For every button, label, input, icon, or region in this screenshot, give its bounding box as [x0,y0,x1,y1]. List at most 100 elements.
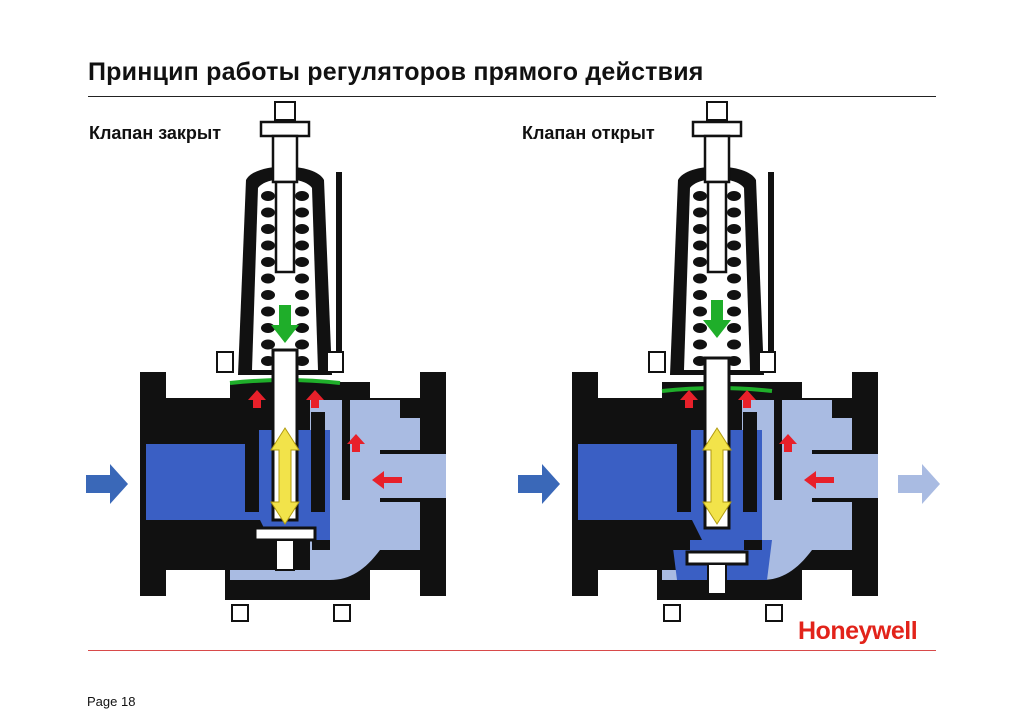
adjusting-screw-cap [274,101,296,121]
pressure-arrow-icon [804,471,834,489]
outlet-pipe-wall-top [812,450,878,454]
spring-coil [727,290,741,300]
panel-label-closed: Клапан закрыт [89,123,222,143]
spring-coil [261,290,275,300]
spring-icon [261,191,309,366]
stem-guide-right [743,412,757,512]
valve-diagram-closed [86,101,446,622]
spring-coil [727,224,741,234]
spring-coil [261,207,275,218]
valve-seat-left [240,540,258,550]
bonnet-side-rod [336,172,342,352]
spring-coil [693,240,707,251]
pressure-arrow-icon [248,390,266,408]
spring-coil [727,323,741,333]
spring-coil [693,306,707,317]
outlet-pipe [380,450,446,502]
valve-plug [685,550,749,566]
honeywell-logo: Honeywell [798,617,918,645]
spring-icon [693,191,741,366]
spring-coil [727,191,741,201]
pressure-arrow-icon [738,390,756,408]
impulse-channel-wall [342,400,350,500]
bottom-bolt [333,604,351,622]
outlet-pipe-wall-bottom [812,498,878,502]
stem-guide-left [245,412,259,512]
lock-nut [691,120,743,138]
stem-guide-right [311,412,325,512]
adjusting-screw [703,134,731,184]
spring-coil [261,240,275,251]
bonnet-bolt [758,351,776,373]
page-number: Page 18 [87,694,136,709]
spring-coil [693,257,707,267]
flow-in-arrow-icon [86,464,128,504]
spring-coil [295,273,309,284]
spring-coil [693,207,707,218]
spring-coil [295,306,309,317]
stem-travel-arrow-icon [702,427,732,525]
threaded-rod [274,180,296,274]
spring-force-arrow-icon [271,305,299,343]
bonnet-side-rod [768,172,774,352]
spring-coil [295,257,309,267]
spring-coil [261,323,275,333]
spring-coil [727,257,741,267]
bottom-bolt [231,604,249,622]
bonnet-bolt [326,351,344,373]
spring-coil [261,191,275,201]
outlet-pipe-wall-top [380,450,446,454]
threaded-rod [706,180,728,274]
pressure-arrow-icon [306,390,324,408]
spring-coil [693,290,707,300]
spring-coil [727,273,741,284]
spring-coil [693,191,707,201]
plug-nut [707,563,727,595]
valve-diagram-open [518,101,940,622]
spring-coil [295,323,309,333]
plug-nut [275,539,295,571]
pressure-arrow-icon [347,434,365,452]
bottom-bolt [663,604,681,622]
bonnet-bolt [648,351,666,373]
outlet-pipe-wall-bottom [380,498,446,502]
stem-travel-arrow-icon [270,427,300,525]
valve-seat-right [744,540,762,550]
adjusting-screw [271,134,299,184]
bonnet-bolt [216,351,234,373]
panel-label-open: Клапан открыт [522,123,655,143]
impulse-channel-wall [774,400,782,500]
valve-seat-right [312,540,330,550]
spring-force-arrow-icon [703,300,731,338]
spring-coil [693,323,707,333]
spring-coil [693,339,707,350]
valve-seat-left [672,540,690,550]
spring-coil [693,224,707,234]
pressure-arrow-icon [372,471,402,489]
spring-coil [727,339,741,350]
bottom-bolt [765,604,783,622]
adjusting-screw-cap [706,101,728,121]
spring-coil [261,339,275,350]
spring-coil [295,240,309,251]
title-divider [88,96,936,97]
spring-coil [295,191,309,201]
spring-coil [295,207,309,218]
spring-coil [295,290,309,300]
spring-coil [261,257,275,267]
spring-coil [261,273,275,284]
spring-coil [295,339,309,350]
spring-coil [727,306,741,317]
spring-coil [261,306,275,317]
lock-nut [259,120,311,138]
pressure-arrow-icon [680,390,698,408]
valve-plug [253,526,317,542]
stem-guide-left [677,412,691,512]
outlet-pipe [812,450,878,502]
footer-divider [88,650,936,651]
spring-coil [727,240,741,251]
flow-out-arrow-icon [898,464,940,504]
spring-coil [693,273,707,284]
pressure-arrow-icon [779,434,797,452]
spring-coil [727,207,741,218]
